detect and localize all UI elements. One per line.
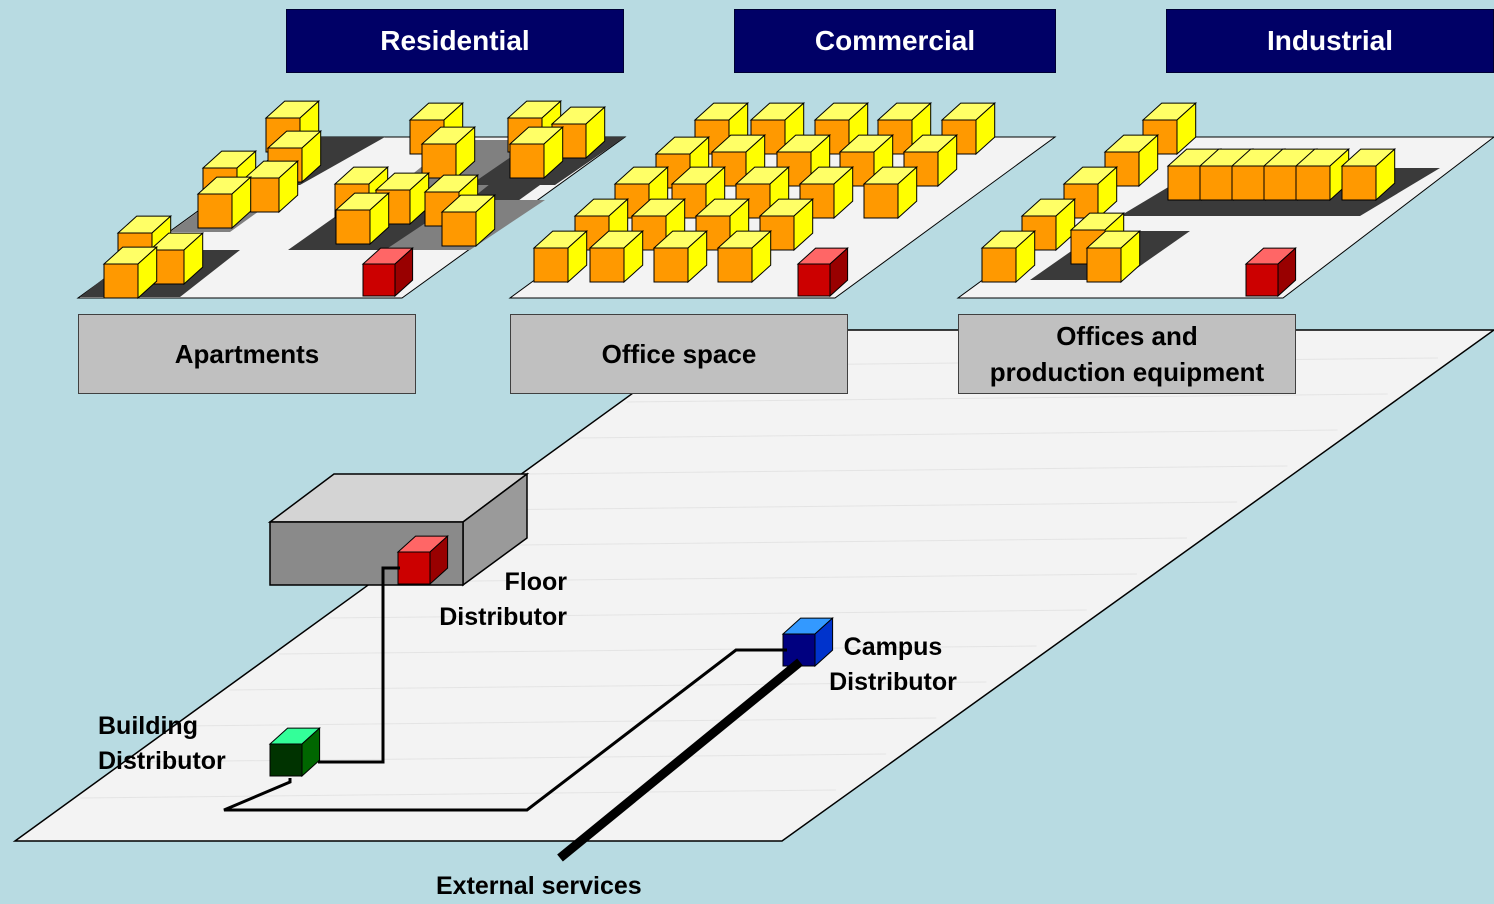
outlet-cube <box>862 166 919 220</box>
floor-stripe <box>477 501 1238 511</box>
floor-stripe <box>576 429 1338 439</box>
outlet-cube <box>102 246 159 300</box>
floor-stripe <box>626 393 1388 403</box>
outlet-cubes <box>102 100 1397 300</box>
outlet-cube <box>980 230 1037 284</box>
outlet-cube <box>652 230 709 284</box>
outlet-cube <box>532 230 589 284</box>
floor-stripe <box>80 789 836 799</box>
floor-stripe <box>527 465 1288 475</box>
campus-distributor-icon <box>781 617 834 668</box>
outlet-cube <box>1141 102 1198 156</box>
floor-distributor-cube <box>1244 247 1297 298</box>
floor-distributor-label: Floor Distributor <box>439 568 567 631</box>
building-distributor-icon <box>268 727 321 778</box>
building-to-campus-cable <box>223 648 787 812</box>
external-services-label: External services <box>436 872 642 900</box>
floor-distributor-cube <box>361 247 414 298</box>
outlet-cube <box>1340 148 1397 202</box>
outlet-cube <box>588 230 645 284</box>
apartments-caption: Apartments <box>78 314 416 394</box>
floor-stripe <box>328 609 1087 619</box>
outlet-cube <box>440 194 497 248</box>
outlet-cube <box>196 176 253 230</box>
offices-production-caption: Offices and production equipment <box>958 314 1296 394</box>
office-space-caption: Office space <box>510 314 848 394</box>
outlet-cube <box>148 232 205 286</box>
floor-distributor-icon <box>396 535 449 586</box>
campus-floor-texture <box>80 357 1438 799</box>
campus-distributor-label: Campus Distributor <box>829 633 957 696</box>
distributor-cubes <box>268 535 834 778</box>
outlet-cube <box>716 230 773 284</box>
outlet-cube <box>902 134 959 188</box>
floor-stripe <box>129 753 887 763</box>
commercial-header: Commercial <box>734 9 1056 73</box>
floor-distributor-cube <box>796 247 849 298</box>
outlet-cube <box>1085 230 1142 284</box>
floor-stripe <box>179 717 937 727</box>
outlet-cube <box>334 192 391 246</box>
campus-floor-plate <box>12 329 1494 842</box>
industrial-header: Industrial <box>1166 9 1494 73</box>
outlet-cube <box>420 126 477 180</box>
building-distributor-label: Building Distributor <box>98 712 226 775</box>
floor-stripe <box>229 681 987 691</box>
outlet-cube <box>508 126 565 180</box>
floor-to-building-cable <box>318 566 400 764</box>
floor-stripe <box>378 573 1137 583</box>
outlet-cube <box>798 166 855 220</box>
floor-stripe <box>427 537 1188 547</box>
external-services-cable <box>557 658 803 862</box>
residential-header: Residential <box>286 9 624 73</box>
outlet-cube <box>243 160 300 214</box>
floor-stripe <box>278 645 1037 655</box>
